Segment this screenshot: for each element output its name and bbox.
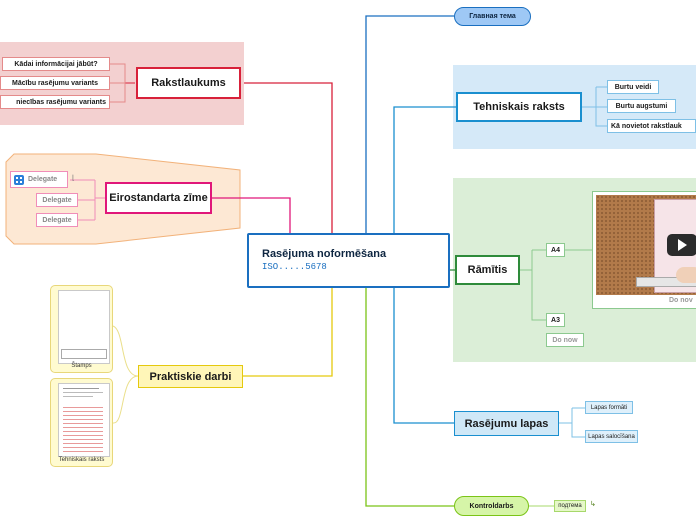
lapas-formati-label: Lapas formāti	[590, 404, 628, 411]
main-topic-node[interactable]: Главная тема	[454, 7, 531, 26]
lapas-salocisana-label: Lapas salocīšana	[588, 433, 635, 440]
central-topic[interactable]: Rasējuma noformēšana ISO.....5678	[247, 233, 450, 288]
kontroldarbs-node[interactable]: Kontroldarbs	[454, 496, 529, 516]
eirostandarta-node[interactable]: Eirostandarta zīme	[105, 182, 212, 214]
delegate-item-2[interactable]: Delegate	[36, 193, 78, 207]
video-thumbnail	[596, 195, 696, 295]
praktiskie-label: Praktiskie darbi	[149, 370, 232, 383]
rakstlaukums-item-1-label: Kādai informācijai jābūt?	[14, 60, 98, 68]
kontroldarbs-label: Kontroldarbs	[469, 502, 514, 510]
delegate-item-3[interactable]: Delegate	[36, 213, 78, 227]
rakstlaukums-label: Rakstlaukums	[151, 77, 226, 89]
stamps-page-image	[58, 290, 110, 364]
delegate-item-3-label: Delegate	[42, 216, 72, 224]
tehniskais-raksts-caption: Tehniskais raksts	[58, 457, 105, 463]
tehniskais-item-1-label: Burtu veidi	[614, 83, 652, 91]
ramitis-label: Rāmītis	[467, 264, 508, 276]
link-icon: ⌊	[72, 175, 75, 182]
a3-label: A3	[551, 316, 560, 324]
rasejumu-lapas-label: Rasējumu lapas	[464, 417, 549, 430]
tehniskais-item-1[interactable]: Burtu veidi	[607, 80, 659, 94]
lapas-salocisana-node[interactable]: Lapas salocīšana	[585, 430, 638, 443]
rakstlaukums-item-3[interactable]: niecības rasējumu variants	[0, 95, 110, 109]
central-title: Rasējuma noformēšana	[262, 248, 387, 260]
a4-label: A4	[551, 246, 560, 254]
rakstlaukums-item-2-label: Mācību rasējumu variants	[12, 79, 98, 87]
lapas-formati-node[interactable]: Lapas formāti	[585, 401, 633, 414]
podtema-label: подтема	[558, 503, 582, 509]
rakstlaukums-item-3-label: niecības rasējumu variants	[16, 98, 106, 106]
do-now-label: Do now	[552, 336, 578, 344]
rakstlaukums-node[interactable]: Rakstlaukums	[136, 67, 241, 99]
tehniskais-raksts-thumbnail[interactable]: Tehniskais raksts	[50, 378, 113, 467]
praktiskie-node[interactable]: Praktiskie darbi	[138, 365, 243, 388]
tehniskais-item-2-label: Burtu augstumi	[615, 102, 668, 110]
main-topic-label: Главная тема	[469, 13, 516, 20]
a4-node[interactable]: A4	[546, 243, 565, 257]
rasejumu-lapas-node[interactable]: Rasējumu lapas	[454, 411, 559, 436]
tehniskais-raksts-page-image	[58, 383, 110, 457]
tehniskais-item-2[interactable]: Burtu augstumi	[607, 99, 676, 113]
delegate-item-1[interactable]: Delegate	[10, 171, 68, 188]
tehniskais-node[interactable]: Tehniskais raksts	[456, 92, 582, 122]
hand-image	[676, 267, 696, 283]
rakstlaukums-item-2[interactable]: Mācību rasējumu variants	[0, 76, 110, 90]
delegate-item-2-label: Delegate	[42, 196, 72, 204]
eirostandarta-label: Eirostandarta zīme	[109, 192, 208, 204]
delegate-item-1-label: Delegate	[28, 176, 58, 183]
rakstlaukums-item-1[interactable]: Kādai informācijai jābūt?	[2, 57, 110, 71]
tehniskais-label: Tehniskais raksts	[473, 101, 565, 113]
ramitis-node[interactable]: Rāmītis	[455, 255, 520, 285]
a3-node[interactable]: A3	[546, 313, 565, 327]
link-icon: ↳	[590, 501, 596, 508]
stamps-thumbnail[interactable]: Štamps	[50, 285, 113, 373]
stamps-caption: Štamps	[71, 363, 92, 369]
tehniskais-item-3-label: Kā novietot rakstlauk	[611, 122, 682, 130]
video-caption: Do nov	[669, 297, 693, 304]
do-now-node[interactable]: Do now	[546, 333, 584, 347]
central-code: ISO.....5678	[262, 262, 327, 272]
podtema-node[interactable]: подтема	[554, 500, 586, 512]
play-button[interactable]	[667, 234, 696, 256]
ruler-image	[636, 277, 696, 287]
tehniskais-item-3[interactable]: Kā novietot rakstlauk	[607, 119, 696, 133]
play-icon	[678, 239, 687, 251]
video-card[interactable]: Do nov	[592, 191, 696, 309]
delegate-app-icon	[14, 174, 24, 185]
